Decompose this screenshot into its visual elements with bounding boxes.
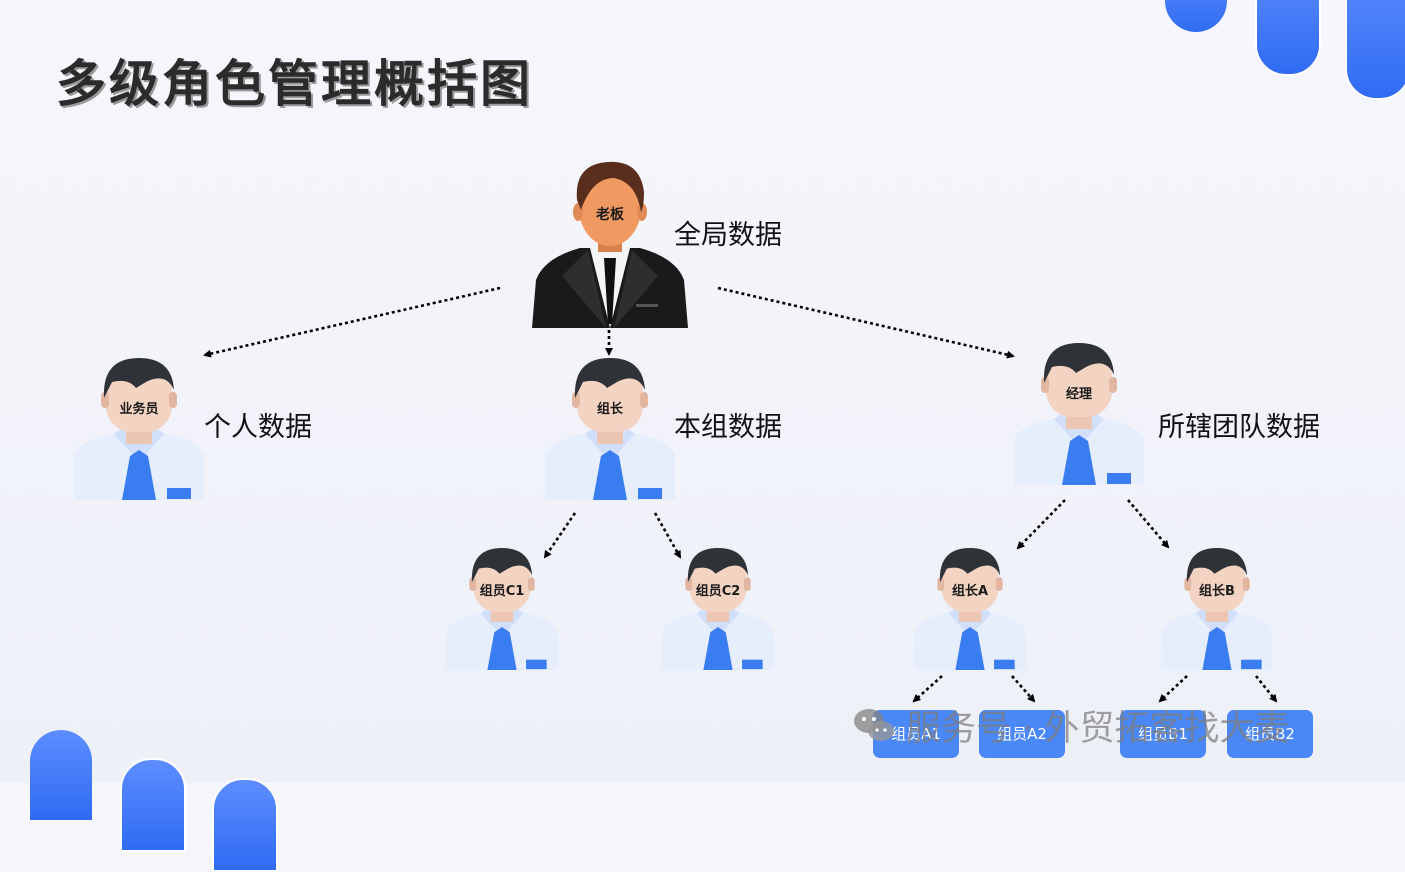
arrow-b-to-b1 (1158, 675, 1188, 703)
arrow-boss-to-manager (717, 286, 1015, 359)
watermark: 服务号 · 外贸拓客找大麦 (852, 700, 1289, 751)
boss-avatar-icon (532, 161, 688, 328)
data-scope-label: 所辖团队数据 (1158, 412, 1320, 443)
arrow-a-to-a2 (1011, 675, 1036, 703)
wechat-icon (852, 706, 896, 746)
decor-bar (212, 778, 278, 872)
arrow-a-to-a1 (912, 675, 943, 703)
arrow-manager-to-a (1016, 499, 1066, 550)
role-label: 组长A (951, 584, 989, 599)
role-label: 组员C2 (695, 584, 741, 599)
role-label: 经理 (1065, 387, 1092, 402)
role-label: 组长B (1199, 584, 1235, 599)
role-label: 老板 (596, 207, 624, 223)
group-leader-node: 组长 (545, 358, 675, 500)
arrow-leader-to-c2 (653, 512, 682, 559)
member-c2-node: 组员C2 (662, 548, 774, 670)
data-scope-label: 本组数据 (674, 412, 782, 443)
arrow-manager-to-b (1127, 499, 1170, 549)
page-title: 多级角色管理概括图 (56, 55, 533, 113)
salesman-node: 业务员 (74, 358, 204, 500)
watermark-text: 服务号 · 外贸拓客找大麦 (906, 709, 1290, 749)
member-b1-box: 组员B1 (1120, 710, 1206, 758)
leader-b-node: 组长B (1161, 548, 1273, 670)
role-label: 组员C1 (479, 584, 525, 599)
member-b2-box: 组员B2 (1227, 710, 1313, 758)
role-label: 业务员 (119, 402, 159, 417)
manager-node: 经理 (1014, 343, 1144, 485)
arrow-b-to-b2 (1254, 675, 1278, 703)
arrow-leader-to-c1 (543, 512, 577, 559)
connector-arrows (203, 286, 1278, 703)
arrow-boss-to-salesman (203, 286, 501, 358)
member-a2-box: 组员A2 (979, 710, 1065, 758)
member-c1-node: 组员C1 (446, 548, 558, 670)
data-scope-label: 全局数据 (674, 220, 782, 251)
data-scope-label: 个人数据 (204, 412, 312, 443)
role-label: 组长 (596, 402, 623, 417)
decor-bar (1345, 0, 1405, 100)
boss-node: 老板 (532, 156, 688, 328)
decor-bar (1255, 0, 1321, 76)
leader-a-node: 组长A (914, 548, 1026, 670)
